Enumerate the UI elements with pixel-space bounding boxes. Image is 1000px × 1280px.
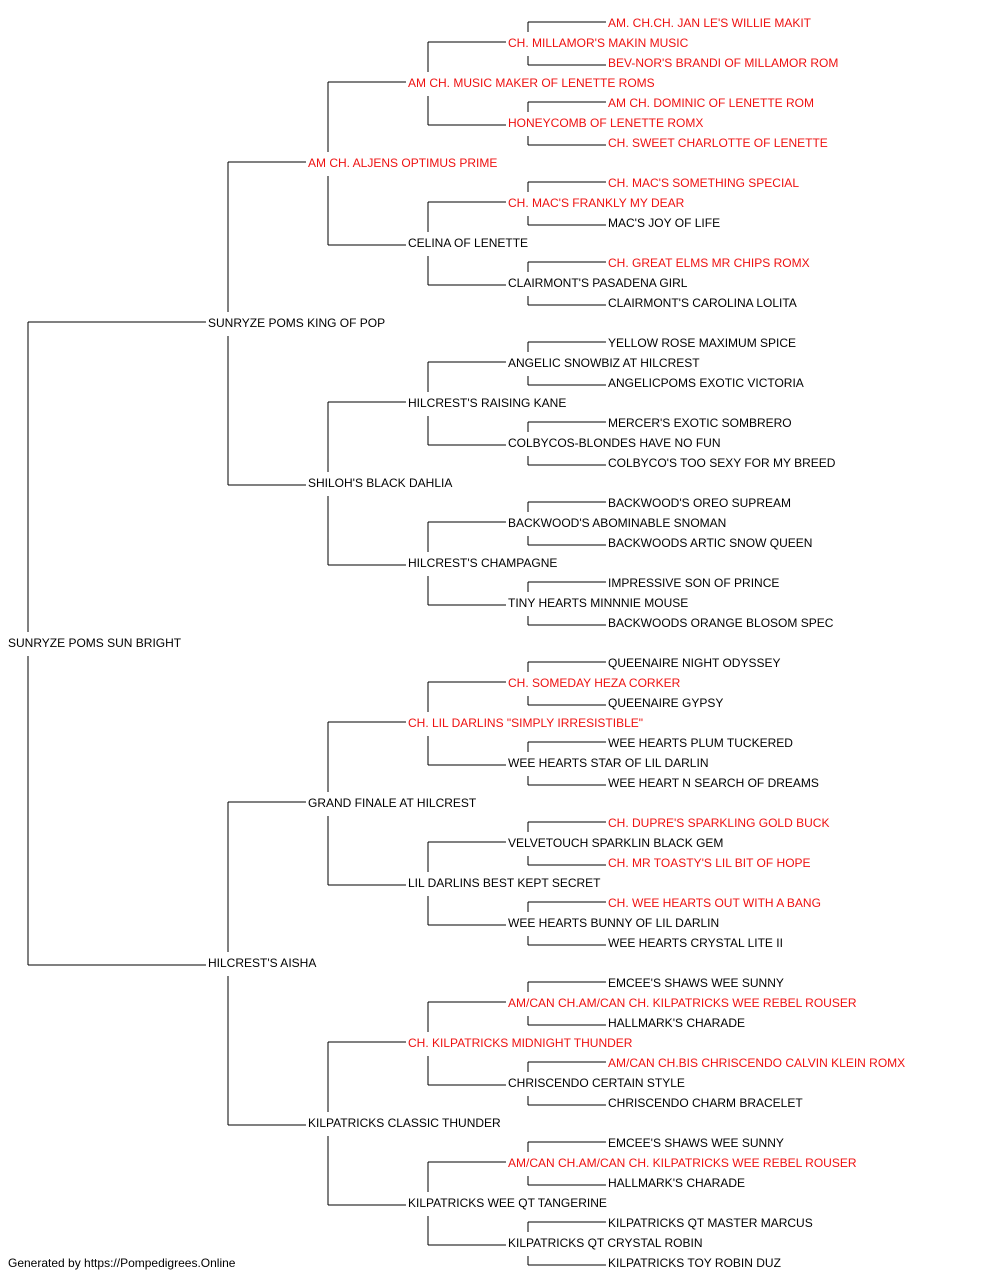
pedigree-name: WEE HEARTS PLUM TUCKERED	[608, 736, 793, 750]
pedigree-name: EMCEE'S SHAWS WEE SUNNY	[608, 1136, 784, 1150]
pedigree-name: CH. SWEET CHARLOTTE OF LENETTE	[608, 136, 828, 150]
pedigree-name: CH. SOMEDAY HEZA CORKER	[508, 676, 681, 690]
pedigree-name: KILPATRICKS CLASSIC THUNDER	[308, 1116, 501, 1130]
pedigree-name: HILCREST'S CHAMPAGNE	[408, 556, 557, 570]
pedigree-name: CH. DUPRE'S SPARKLING GOLD BUCK	[608, 816, 829, 830]
pedigree-name: CH. WEE HEARTS OUT WITH A BANG	[608, 896, 821, 910]
pedigree-name: MAC'S JOY OF LIFE	[608, 216, 720, 230]
pedigree-name: CH. KILPATRICKS MIDNIGHT THUNDER	[408, 1036, 633, 1050]
pedigree-name: GRAND FINALE AT HILCREST	[308, 796, 477, 810]
pedigree-name: CH. MILLAMOR'S MAKIN MUSIC	[508, 36, 689, 50]
pedigree-name: AM CH. ALJENS OPTIMUS PRIME	[308, 156, 497, 170]
pedigree-name: CH. LIL DARLINS "SIMPLY IRRESISTIBLE"	[408, 716, 643, 730]
pedigree-name: BACKWOOD'S ABOMINABLE SNOMAN	[508, 516, 726, 530]
pedigree-name: HILCREST'S RAISING KANE	[408, 396, 566, 410]
pedigree-name: KILPATRICKS TOY ROBIN DUZ	[608, 1256, 781, 1270]
pedigree-name: AM CH. MUSIC MAKER OF LENETTE ROMS	[408, 76, 655, 90]
pedigree-name: BACKWOODS ORANGE BLOSOM SPEC	[608, 616, 834, 630]
pedigree-name: AM/CAN CH.BIS CHRISCENDO CALVIN KLEIN RO…	[608, 1056, 905, 1070]
pedigree-name: CELINA OF LENETTE	[408, 236, 528, 250]
pedigree-name: AM/CAN CH.AM/CAN CH. KILPATRICKS WEE REB…	[508, 1156, 857, 1170]
pedigree-name: MERCER'S EXOTIC SOMBRERO	[608, 416, 792, 430]
pedigree-name: CH. MAC'S SOMETHING SPECIAL	[608, 176, 799, 190]
pedigree-name: BEV-NOR'S BRANDI OF MILLAMOR ROM	[608, 56, 838, 70]
pedigree-name: ANGELICPOMS EXOTIC VICTORIA	[608, 376, 804, 390]
pedigree-name: AM CH. DOMINIC OF LENETTE ROM	[608, 96, 814, 110]
pedigree-name: CHRISCENDO CERTAIN STYLE	[508, 1076, 685, 1090]
pedigree-name: YELLOW ROSE MAXIMUM SPICE	[608, 336, 796, 350]
pedigree-name: SUNRYZE POMS KING OF POP	[208, 316, 385, 330]
pedigree-name: KILPATRICKS QT MASTER MARCUS	[608, 1216, 813, 1230]
pedigree-name: CLAIRMONT'S CAROLINA LOLITA	[608, 296, 797, 310]
pedigree-name: WEE HEART N SEARCH OF DREAMS	[608, 776, 819, 790]
pedigree-name: HALLMARK'S CHARADE	[608, 1016, 745, 1030]
pedigree-name: CHRISCENDO CHARM BRACELET	[608, 1096, 803, 1110]
pedigree-name: CH. GREAT ELMS MR CHIPS ROMX	[608, 256, 810, 270]
pedigree-name: EMCEE'S SHAWS WEE SUNNY	[608, 976, 784, 990]
pedigree-name: WEE HEARTS STAR OF LIL DARLIN	[508, 756, 708, 770]
pedigree-name: VELVETOUCH SPARKLIN BLACK GEM	[508, 836, 723, 850]
pedigree-name: BACKWOODS ARTIC SNOW QUEEN	[608, 536, 812, 550]
pedigree-name: HILCREST'S AISHA	[208, 956, 316, 970]
pedigree-name: SUNRYZE POMS SUN BRIGHT	[8, 636, 182, 650]
pedigree-name: KILPATRICKS WEE QT TANGERINE	[408, 1196, 607, 1210]
pedigree-name: ANGELIC SNOWBIZ AT HILCREST	[508, 356, 700, 370]
pedigree-names: AM. CH.CH. JAN LE'S WILLIE MAKIT CH. MILL…	[8, 16, 905, 1270]
pedigree-name: HALLMARK'S CHARADE	[608, 1176, 745, 1190]
pedigree-name: BACKWOOD'S OREO SUPREAM	[608, 496, 791, 510]
pedigree-name: LIL DARLINS BEST KEPT SECRET	[408, 876, 601, 890]
pedigree-name: QUEENAIRE GYPSY	[608, 696, 723, 710]
pedigree-name: COLBYCOS-BLONDES HAVE NO FUN	[508, 436, 720, 450]
pedigree-name: AM. CH.CH. JAN LE'S WILLIE MAKIT	[608, 16, 812, 30]
pedigree-name: CH. MR TOASTY'S LIL BIT OF HOPE	[608, 856, 811, 870]
pedigree-name: CLAIRMONT'S PASADENA GIRL	[508, 276, 688, 290]
pedigree-name: IMPRESSIVE SON OF PRINCE	[608, 576, 779, 590]
pedigree-name: CH. MAC'S FRANKLY MY DEAR	[508, 196, 685, 210]
footer-credit: Generated by https://Pompedigrees.Online	[8, 1256, 236, 1270]
pedigree-name: WEE HEARTS CRYSTAL LITE II	[608, 936, 783, 950]
pedigree-name: COLBYCO'S TOO SEXY FOR MY BREED	[608, 456, 836, 470]
pedigree-name: WEE HEARTS BUNNY OF LIL DARLIN	[508, 916, 719, 930]
pedigree-name: SHILOH'S BLACK DAHLIA	[308, 476, 452, 490]
pedigree-name: QUEENAIRE NIGHT ODYSSEY	[608, 656, 780, 670]
pedigree-name: AM/CAN CH.AM/CAN CH. KILPATRICKS WEE REB…	[508, 996, 857, 1010]
pedigree-name: KILPATRICKS QT CRYSTAL ROBIN	[508, 1236, 703, 1250]
pedigree-name: TINY HEARTS MINNNIE MOUSE	[508, 596, 688, 610]
connector-lines	[27, 21, 606, 1266]
pedigree-name: HONEYCOMB OF LENETTE ROMX	[508, 116, 703, 130]
